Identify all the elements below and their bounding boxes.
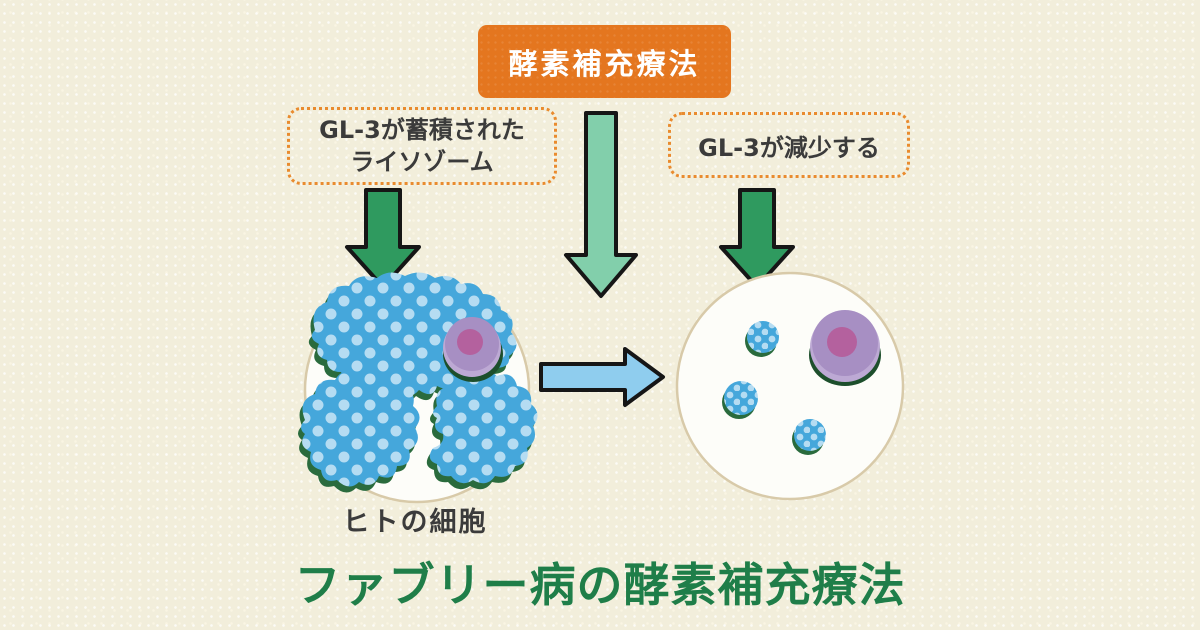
down-arrow-right-icon: [719, 188, 795, 289]
callout-accumulated-lysosome: GL-3が蓄積された ライソゾーム: [287, 107, 557, 185]
down-arrow-left-icon: [345, 188, 421, 289]
small-lysosome: [794, 419, 826, 451]
nucleolus: [457, 329, 483, 355]
human-cell-after: [675, 271, 905, 501]
small-lysosomes: [722, 321, 826, 455]
right-arrow-icon: [539, 347, 665, 407]
lysosome-blob: [429, 371, 538, 484]
lysosome-blob: [301, 369, 420, 487]
therapy-box-label: 酵素補充療法: [508, 46, 701, 81]
down-arrow-center-icon: [564, 111, 638, 298]
small-lysosome: [724, 381, 758, 415]
cell-membrane: [675, 271, 905, 501]
small-lysosome: [747, 321, 779, 353]
page-title: ファブリー病の酵素補充療法: [294, 558, 906, 612]
therapy-box: 酵素補充療法: [478, 25, 731, 98]
callout-accumulated-line1: GL-3が蓄積された: [319, 115, 525, 144]
nucleus: [809, 310, 881, 386]
callout-gl3-decrease-label: GL-3が減少する: [698, 133, 880, 162]
human-cell-before: [298, 272, 538, 504]
callout-accumulated-line2: ライソゾーム: [350, 148, 494, 176]
nucleus: [443, 317, 503, 382]
callout-gl3-decrease: GL-3が減少する: [668, 112, 910, 178]
nucleolus: [827, 327, 857, 357]
cell-label: ヒトの細胞: [342, 507, 488, 538]
